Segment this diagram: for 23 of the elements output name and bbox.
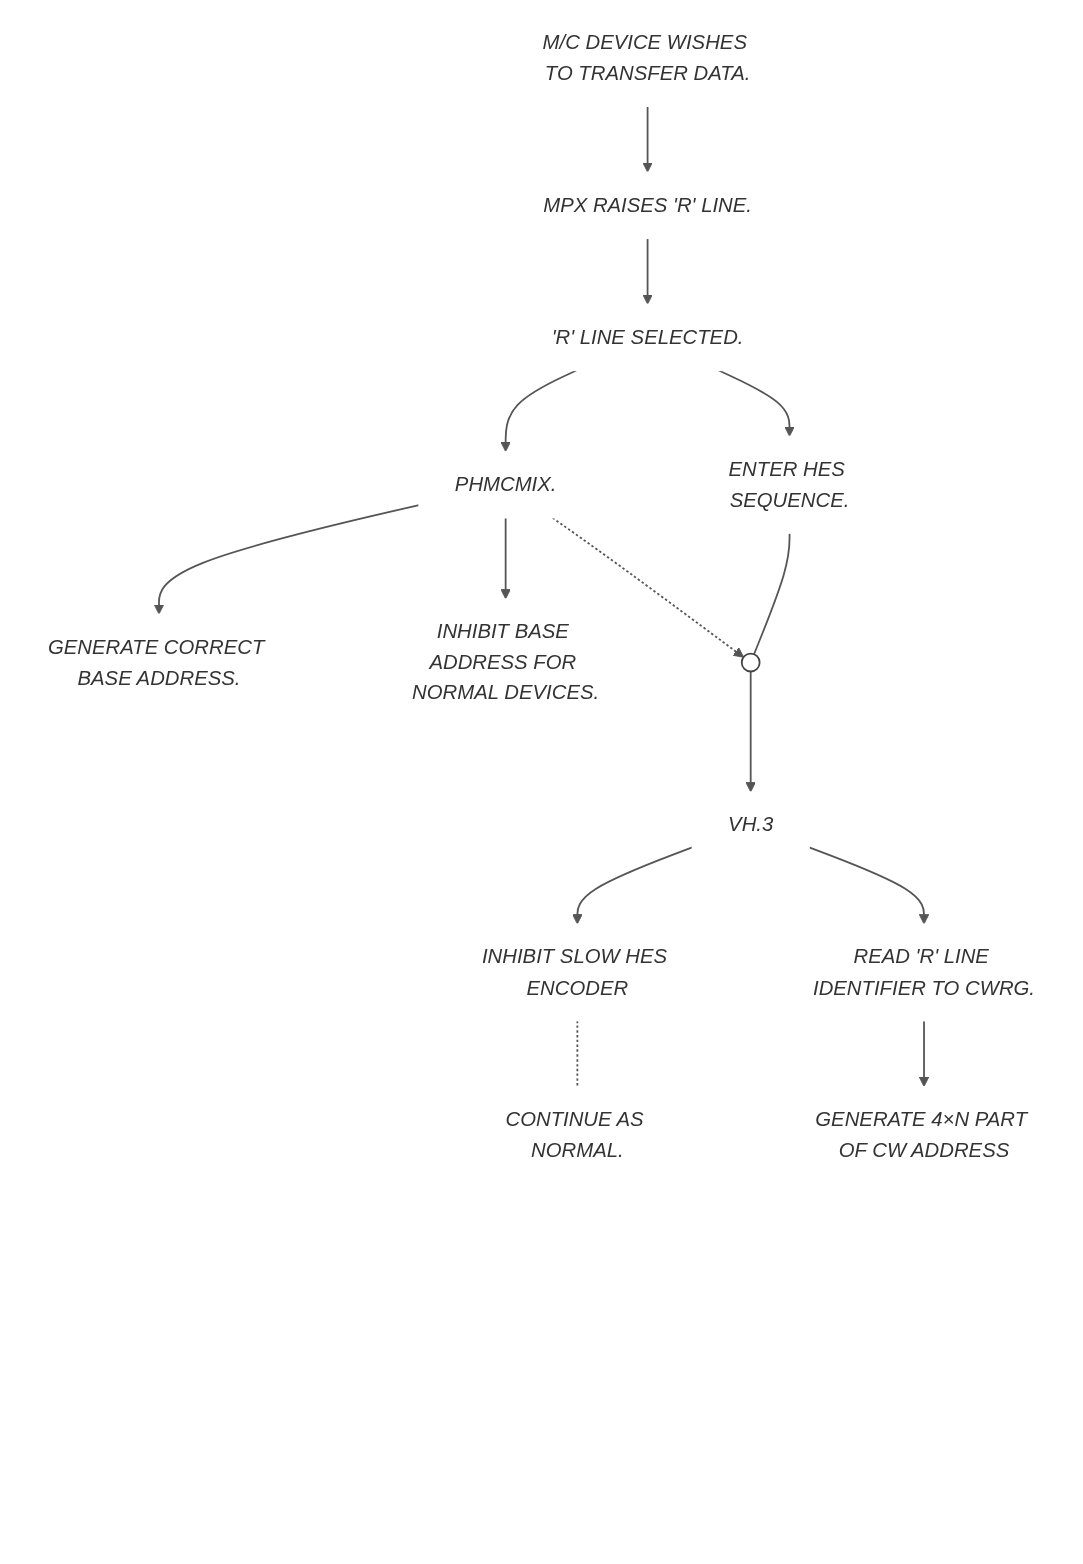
arrow	[500, 369, 578, 453]
node-text: READ 'R' LINE IDENTIFIER TO CWRG.	[813, 945, 1036, 999]
node-text: ENTER HES SEQUENCE.	[728, 457, 850, 512]
connector	[576, 1019, 579, 1088]
arrow	[642, 105, 653, 173]
node-text: VH.3	[728, 813, 774, 837]
node-text: 'R' LINE SELECTED.	[551, 325, 744, 349]
arrow	[500, 517, 511, 600]
node-text: GENERATE 4×N PART OF CW ADDRESS	[815, 1108, 1028, 1162]
arrow	[642, 237, 653, 305]
arrow	[718, 369, 795, 437]
node-text: GENERATE CORRECT BASE ADDRESS.	[47, 635, 265, 689]
connector	[753, 532, 791, 656]
node-text: MPX RAISES 'R' LINE.	[543, 193, 752, 217]
arrow	[745, 670, 756, 793]
node-circle	[740, 652, 761, 673]
node-text: INHIBIT SLOW HES ENCODER	[481, 945, 668, 999]
node-text: INHIBIT BASE ADDRESS FOR NORMAL DEVICES.	[412, 620, 600, 705]
node-text: PHMCMIX.	[454, 473, 557, 496]
arrow	[918, 1019, 930, 1088]
arrow	[551, 517, 744, 658]
node-text: CONTINUE AS NORMAL.	[505, 1108, 644, 1162]
node-text: M/C DEVICE WISHES TO TRANSFER DATA.	[542, 31, 751, 85]
